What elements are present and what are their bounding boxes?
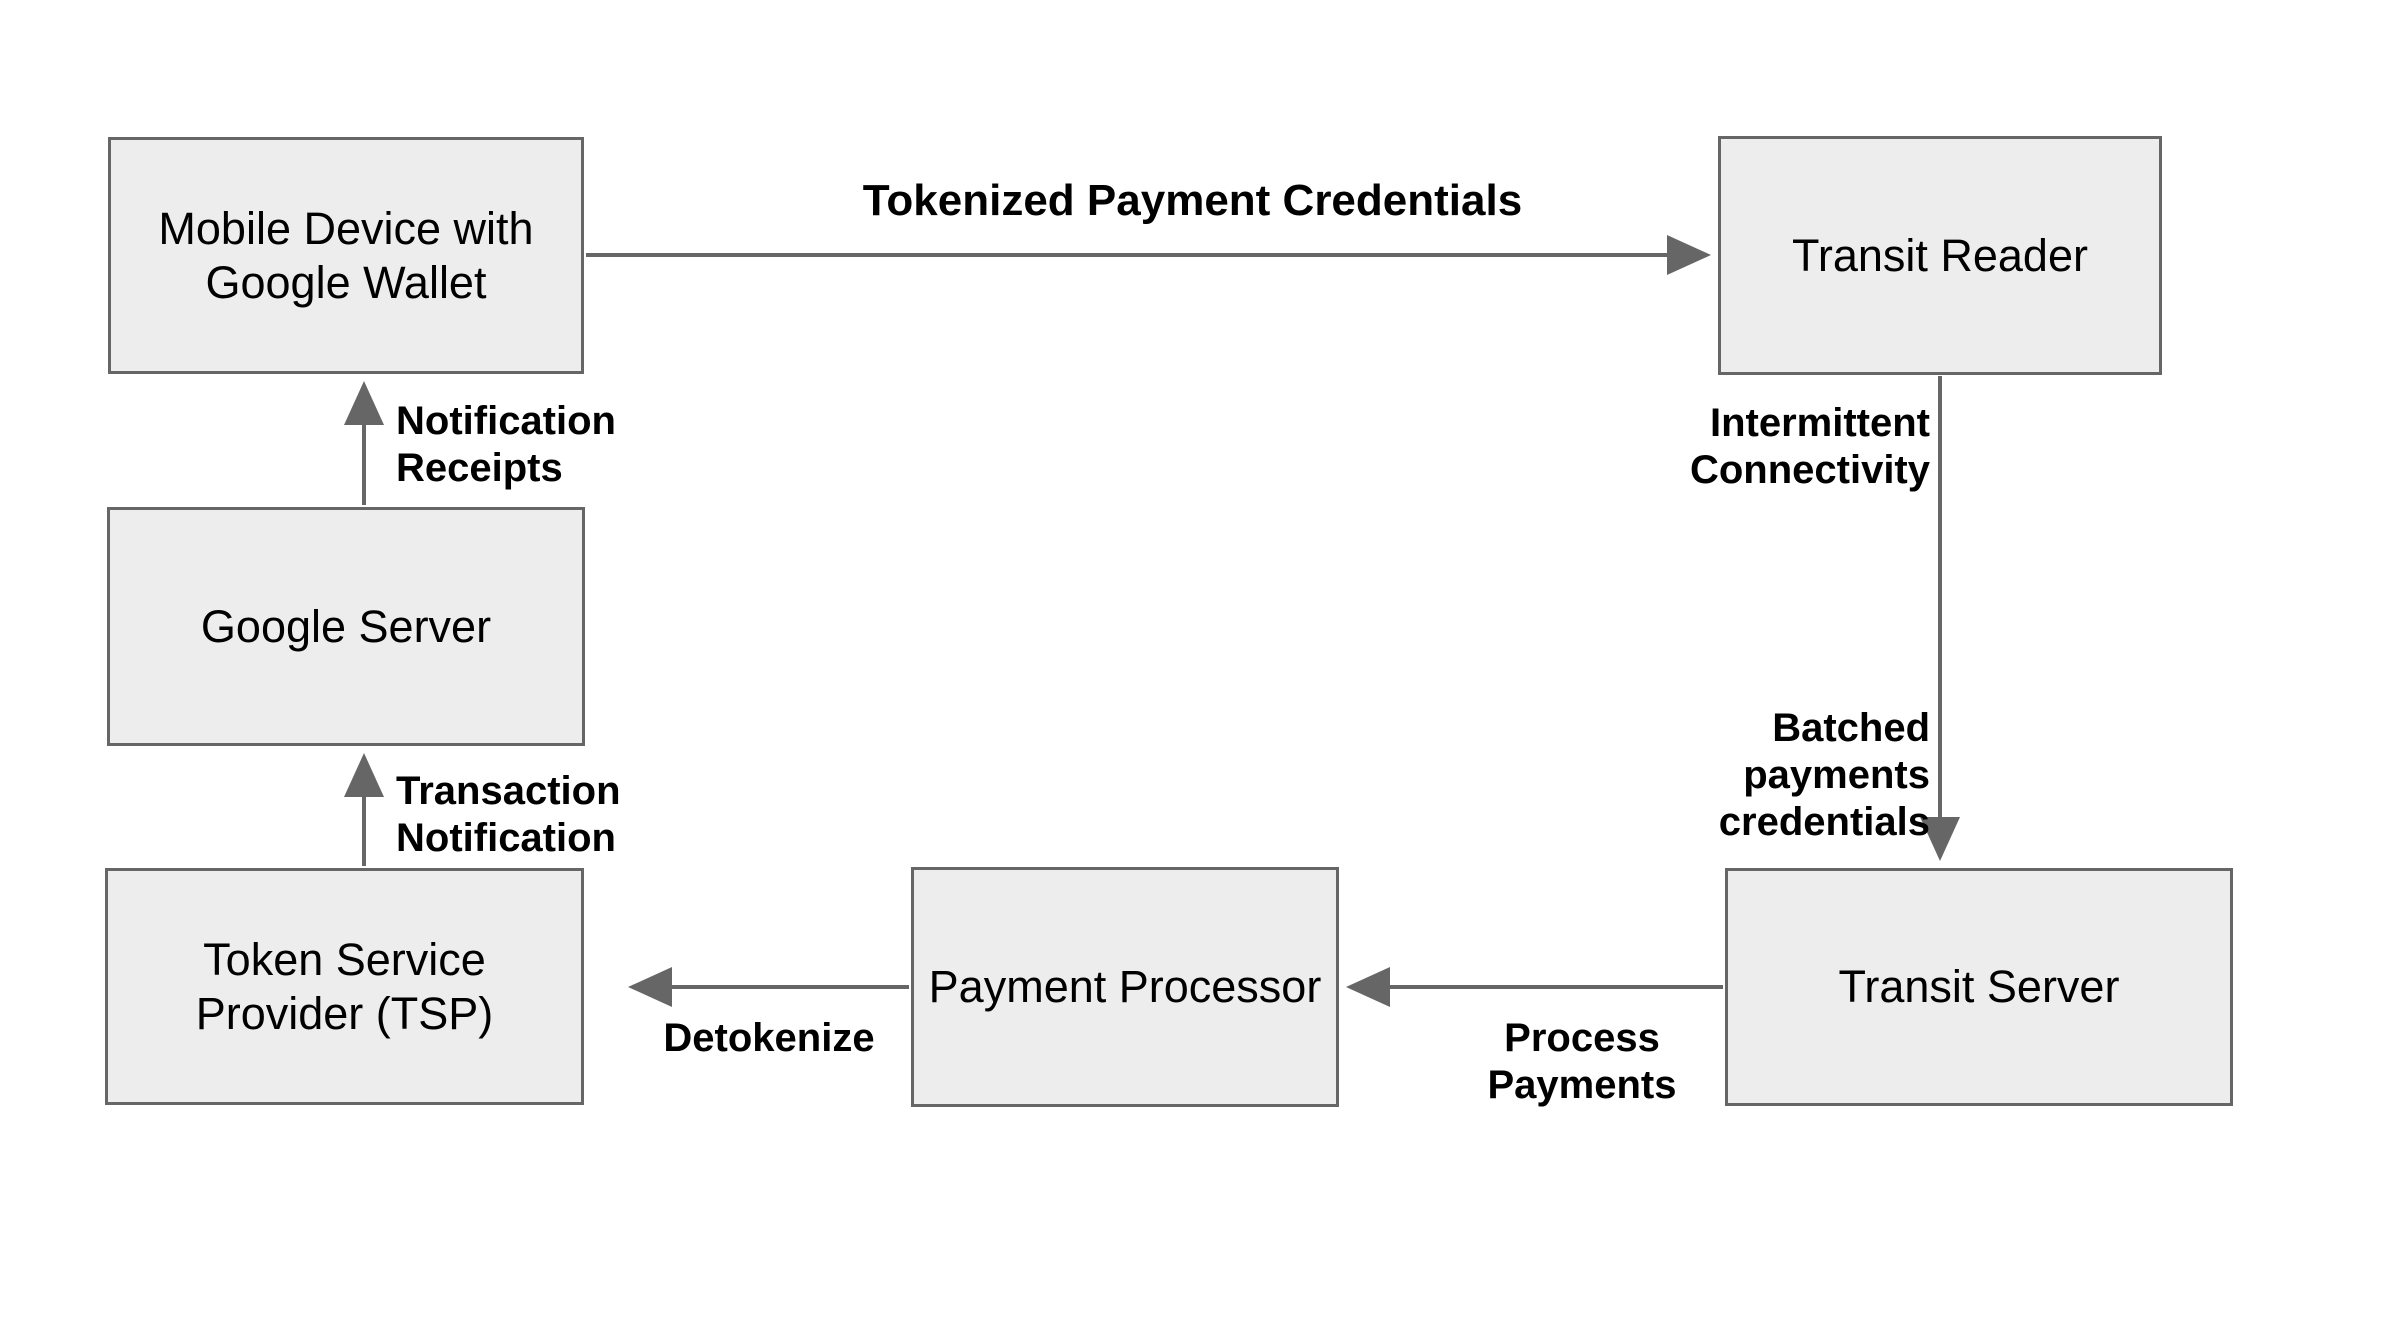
node-label: Transit Reader [1792,229,2088,281]
node-transit-reader[interactable]: Transit Reader [1718,136,2162,375]
node-transit-server[interactable]: Transit Server [1725,868,2233,1106]
node-google-server[interactable]: Google Server [107,507,585,746]
node-label: Transit Server [1838,961,2120,1013]
node-label: Payment Processor [928,961,1322,1013]
node-mobile-device-with-google-wallet[interactable]: Mobile Device with Google Wallet [108,137,584,374]
node-label: Token Service Provider (TSP) [195,934,494,1039]
edge-label-transaction-notification: Transaction Notification [396,769,621,861]
edge-label-detokenize: Detokenize [663,1016,875,1060]
edge-label-batched-payments-credentials: Batched payments credentials [1718,706,1930,845]
node-payment-processor[interactable]: Payment Processor [911,867,1339,1107]
node-token-service-provider[interactable]: Token Service Provider (TSP) [105,868,584,1105]
edge-label-intermittent-connectivity: Intermittent Connectivity [1689,401,1930,493]
node-label: Mobile Device with Google Wallet [158,203,534,308]
edge-label-notification-receipts: Notification Receipts [396,399,616,491]
edge-label-tokenized-payment-credentials: Tokenized Payment Credentials [862,176,1523,225]
edge-label-process-payments: Process Payments [1487,1016,1677,1108]
node-label: Google Server [200,600,492,652]
